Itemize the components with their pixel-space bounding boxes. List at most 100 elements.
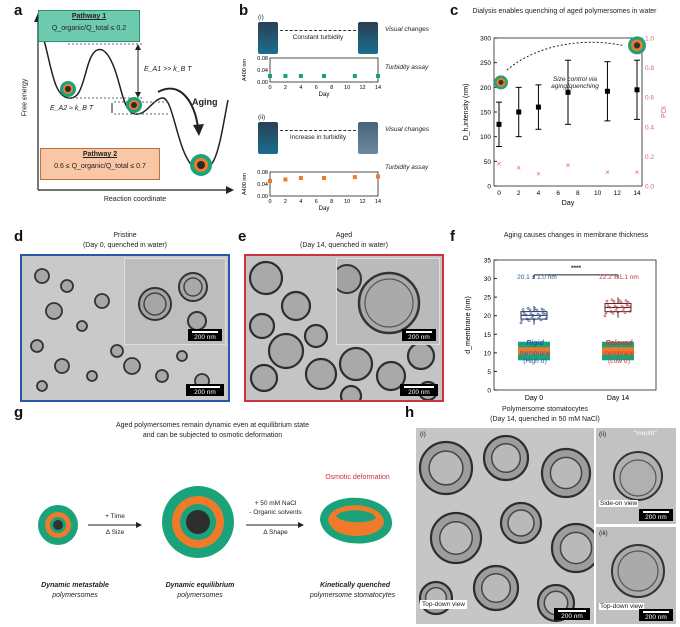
vial-day14-ii xyxy=(358,122,378,154)
dh-data-point xyxy=(535,104,541,110)
x-tick-label: 2 xyxy=(284,85,287,91)
arrow-i xyxy=(280,30,356,31)
x-tick-label: 6 xyxy=(556,190,560,197)
y-tick-label: 5 xyxy=(487,369,491,376)
scale-bar-h3: 200 nm xyxy=(639,609,673,621)
stomatocyte-inner xyxy=(428,450,464,486)
y-tick-label: 30 xyxy=(484,276,492,283)
data-point xyxy=(524,313,528,317)
panel-f-title: Aging causes changes in membrane thickne… xyxy=(503,232,649,239)
relaxed-sub1: membrane xyxy=(603,350,635,357)
vesicle xyxy=(303,323,329,349)
cryo-tem-aged-inset: 200 nm xyxy=(336,258,440,345)
data-point xyxy=(525,317,529,321)
x-tick-label: 8 xyxy=(330,85,333,91)
step1-top-label: + Time xyxy=(105,513,125,520)
data-point xyxy=(613,304,617,308)
panel-h-i-label: (i) xyxy=(420,431,426,438)
y-tick-label: 0 xyxy=(487,184,491,191)
ea2-label: E_A2 ≈ k_B T xyxy=(50,105,94,112)
vesicle xyxy=(30,339,44,353)
pdi-data-point: × xyxy=(605,168,610,177)
y2-tick-label: 1.0 xyxy=(645,36,654,43)
vesicle xyxy=(60,279,74,293)
step2-top-label2: - Organic solvents xyxy=(249,509,302,516)
x-category-label: Day 0 xyxy=(525,395,543,402)
y2-axis-label: PDI xyxy=(661,106,668,118)
data-point xyxy=(609,310,613,313)
rigid-membrane-icon xyxy=(518,341,550,361)
data-point xyxy=(604,311,608,315)
data-point xyxy=(610,298,614,302)
x-tick-label: 12 xyxy=(614,190,622,197)
pdi-data-point: × xyxy=(497,159,502,168)
x-tick-label: 12 xyxy=(360,85,366,91)
data-point xyxy=(268,179,272,183)
x-tick-label: 0 xyxy=(268,85,271,91)
pathway2-box: Pathway 2 0.6 ≤ Q_organic/Q_total ≤ 0.7 xyxy=(40,148,160,180)
y-tick-label: 300 xyxy=(480,36,491,43)
panel-f: Aging causes changes in membrane thickne… xyxy=(456,232,676,404)
rigid-label: Rigid xyxy=(526,340,544,347)
panel-label-g: g xyxy=(14,404,24,421)
scale-bar-h2: 200 nm xyxy=(639,509,673,521)
x-tick-label: 4 xyxy=(299,85,302,91)
vesicle xyxy=(267,332,305,370)
data-point xyxy=(538,314,542,318)
dh-data-point xyxy=(516,109,522,115)
data-point xyxy=(376,174,380,179)
label1-bold: Dynamic metastable xyxy=(41,582,109,589)
y2-tick-label: 0.0 xyxy=(645,184,654,191)
visual-changes-ii-label: Visual changes xyxy=(385,126,429,133)
data-point xyxy=(540,307,544,311)
polymersome-icon-large xyxy=(190,154,212,176)
top-down-view-label-2: Top-down view xyxy=(599,603,644,610)
pathway1-condition: Q_organic/Q_total ≤ 0.2 xyxy=(51,25,127,32)
y2-tick-label: 0.4 xyxy=(645,124,654,131)
panel-b: (i) Constant turbidity Visual changes Tu… xyxy=(240,8,450,223)
significance-label: **** xyxy=(570,265,582,272)
y-tick-label: 100 xyxy=(480,134,491,141)
vesicle xyxy=(123,357,141,375)
vesicle xyxy=(176,350,188,362)
polymersome-icon-medium xyxy=(126,97,142,113)
pdi-data-point: × xyxy=(566,161,571,170)
data-point xyxy=(617,298,621,302)
dh-data-point xyxy=(565,89,571,95)
y-tick-label: 50 xyxy=(484,159,492,166)
y2-tick-label: 0.6 xyxy=(645,95,654,102)
vesicle xyxy=(86,370,98,382)
panel-g: Aged polymersomes remain dynamic even at… xyxy=(20,410,405,625)
x-tick-label: 0 xyxy=(268,199,271,205)
panel-a: Pathway 1 Q_organic/Q_total ≤ 0.2 Pathwa… xyxy=(20,10,235,220)
y-tick-label: 10 xyxy=(484,350,492,357)
y-tick-label: 0.04 xyxy=(257,182,268,188)
panel-d-title: Pristine xyxy=(113,232,137,239)
panel-label-f: f xyxy=(450,228,455,245)
data-point xyxy=(622,306,626,310)
vesicle xyxy=(155,369,169,383)
dynamic-equilibrium-polymersome-icon xyxy=(162,486,234,558)
y-axis-label: D_h,intensity (nm) xyxy=(463,84,470,141)
label1-italic: polymersomes xyxy=(52,592,98,599)
stomatocyte-inner xyxy=(490,442,522,474)
vesicle xyxy=(34,268,50,284)
data-point xyxy=(625,303,629,307)
panel-b-ii-label: (ii) xyxy=(258,114,266,121)
panel-label-e: e xyxy=(238,228,247,245)
dynamic-metastable-polymersome-icon xyxy=(38,505,78,545)
vesicle xyxy=(338,346,374,382)
reaction-coordinate-axis-label: Reaction coordinate xyxy=(103,196,167,203)
vesicle xyxy=(54,358,70,374)
stomatocyte-inner xyxy=(439,521,473,555)
pdi-data-point: × xyxy=(516,164,521,173)
x-axis-label: Day xyxy=(319,206,330,212)
step2-top-label1: + 50 mM NaCl xyxy=(254,500,297,507)
panel-label-a: a xyxy=(14,2,23,19)
vesicle xyxy=(45,302,63,320)
panel-c: Dialysis enables quenching of aged polym… xyxy=(452,6,677,221)
stomatocyte-inner xyxy=(559,531,593,565)
data-point xyxy=(532,318,536,321)
